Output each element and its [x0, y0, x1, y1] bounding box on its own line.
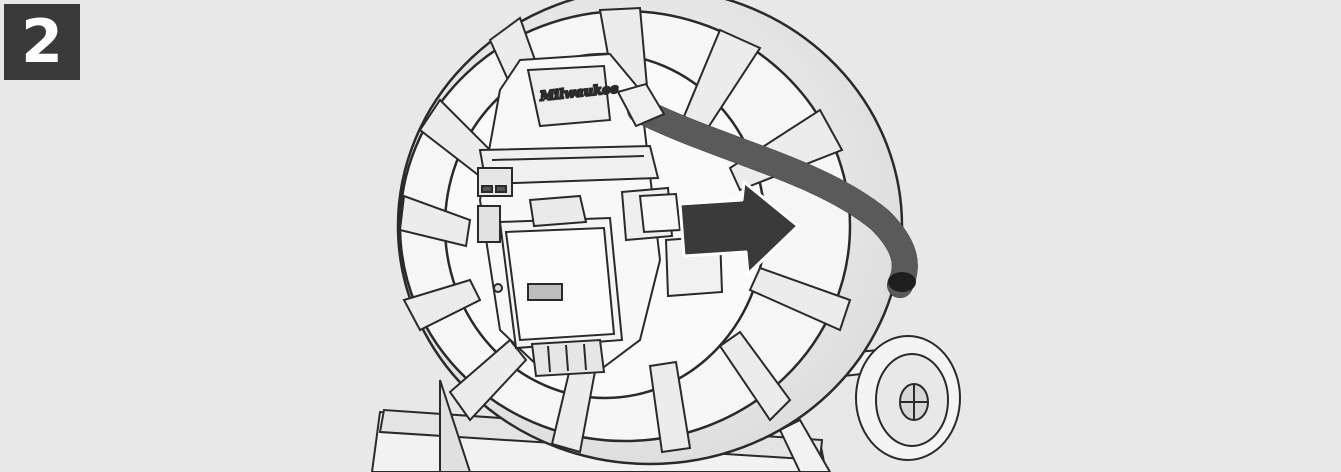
step-number: 2 — [21, 7, 63, 77]
control-module — [498, 194, 624, 378]
arrow-right-icon — [678, 180, 800, 276]
brand-logo: Milwaukee — [538, 81, 619, 104]
step-number-badge: 2 — [4, 4, 80, 80]
wheel — [855, 335, 961, 461]
cable-hose — [616, 82, 918, 298]
